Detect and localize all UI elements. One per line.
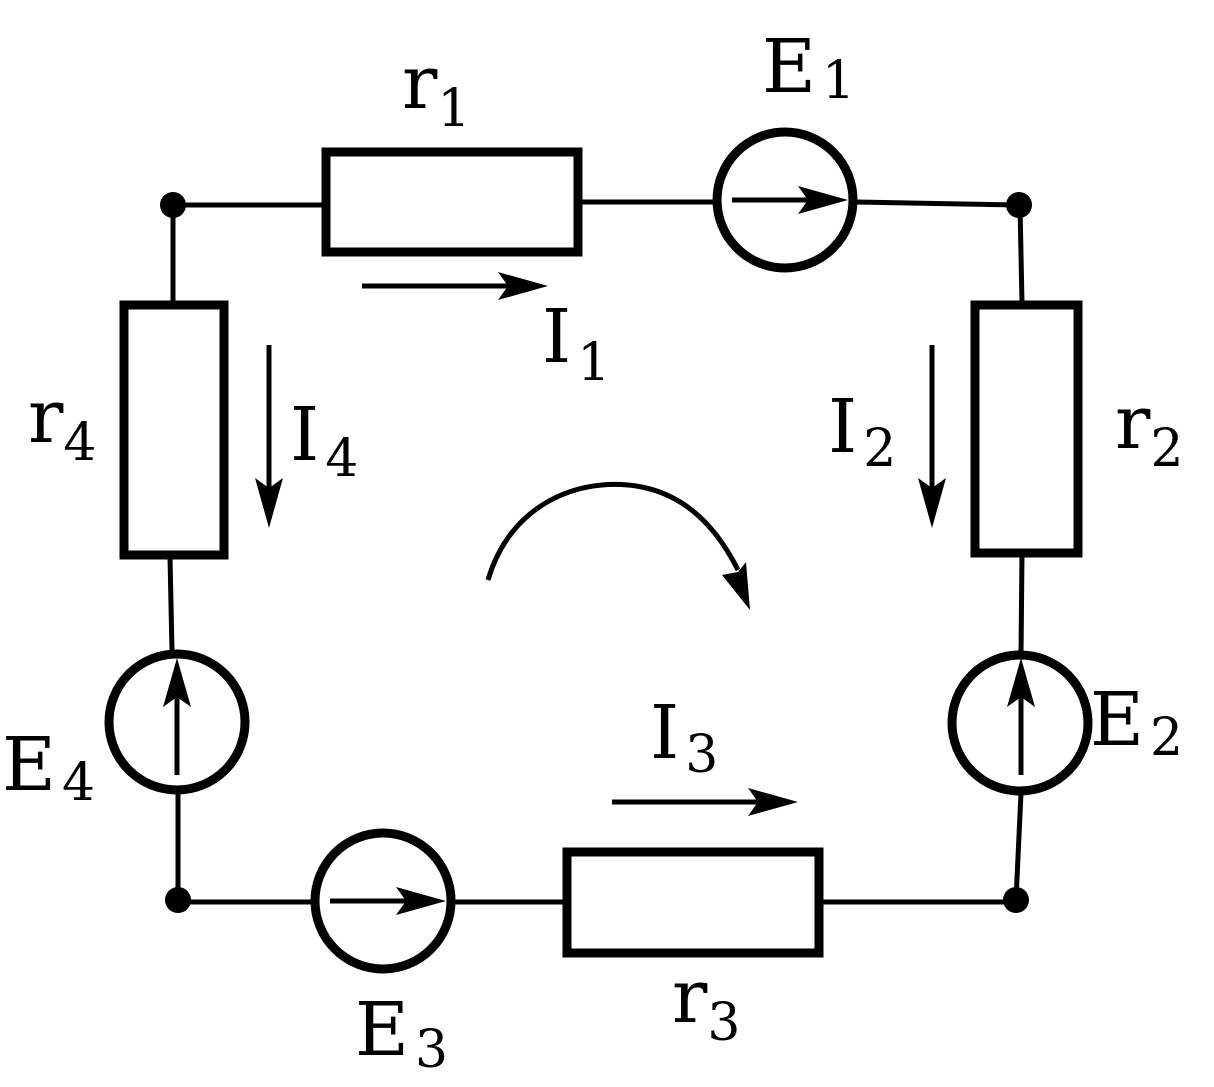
node-top-left bbox=[160, 192, 186, 218]
current-arrow-i3 bbox=[612, 788, 798, 816]
label-r2: r2 bbox=[1115, 380, 1183, 479]
source-e1 bbox=[712, 127, 858, 273]
label-r1: r1 bbox=[402, 40, 470, 139]
source-e2 bbox=[947, 650, 1093, 796]
current-arrow-i2 bbox=[918, 345, 946, 528]
node-top-right bbox=[1006, 192, 1032, 218]
loop-direction-arrow bbox=[485, 481, 750, 610]
nodes bbox=[160, 192, 1032, 913]
source-e3 bbox=[310, 828, 456, 974]
resistor-r3 bbox=[562, 847, 824, 958]
resistor-r4 bbox=[119, 300, 229, 560]
resistor-r2 bbox=[970, 300, 1083, 558]
label-r3: r3 bbox=[672, 954, 740, 1053]
current-arrow-i1 bbox=[362, 272, 548, 300]
node-bottom-right bbox=[1003, 887, 1029, 913]
resistor-r1 bbox=[321, 147, 583, 257]
label-r4: r4 bbox=[28, 374, 96, 473]
wires bbox=[167, 199, 1025, 905]
current-arrow-i4 bbox=[255, 345, 283, 528]
source-e4 bbox=[104, 649, 250, 795]
node-bottom-left bbox=[165, 887, 191, 913]
